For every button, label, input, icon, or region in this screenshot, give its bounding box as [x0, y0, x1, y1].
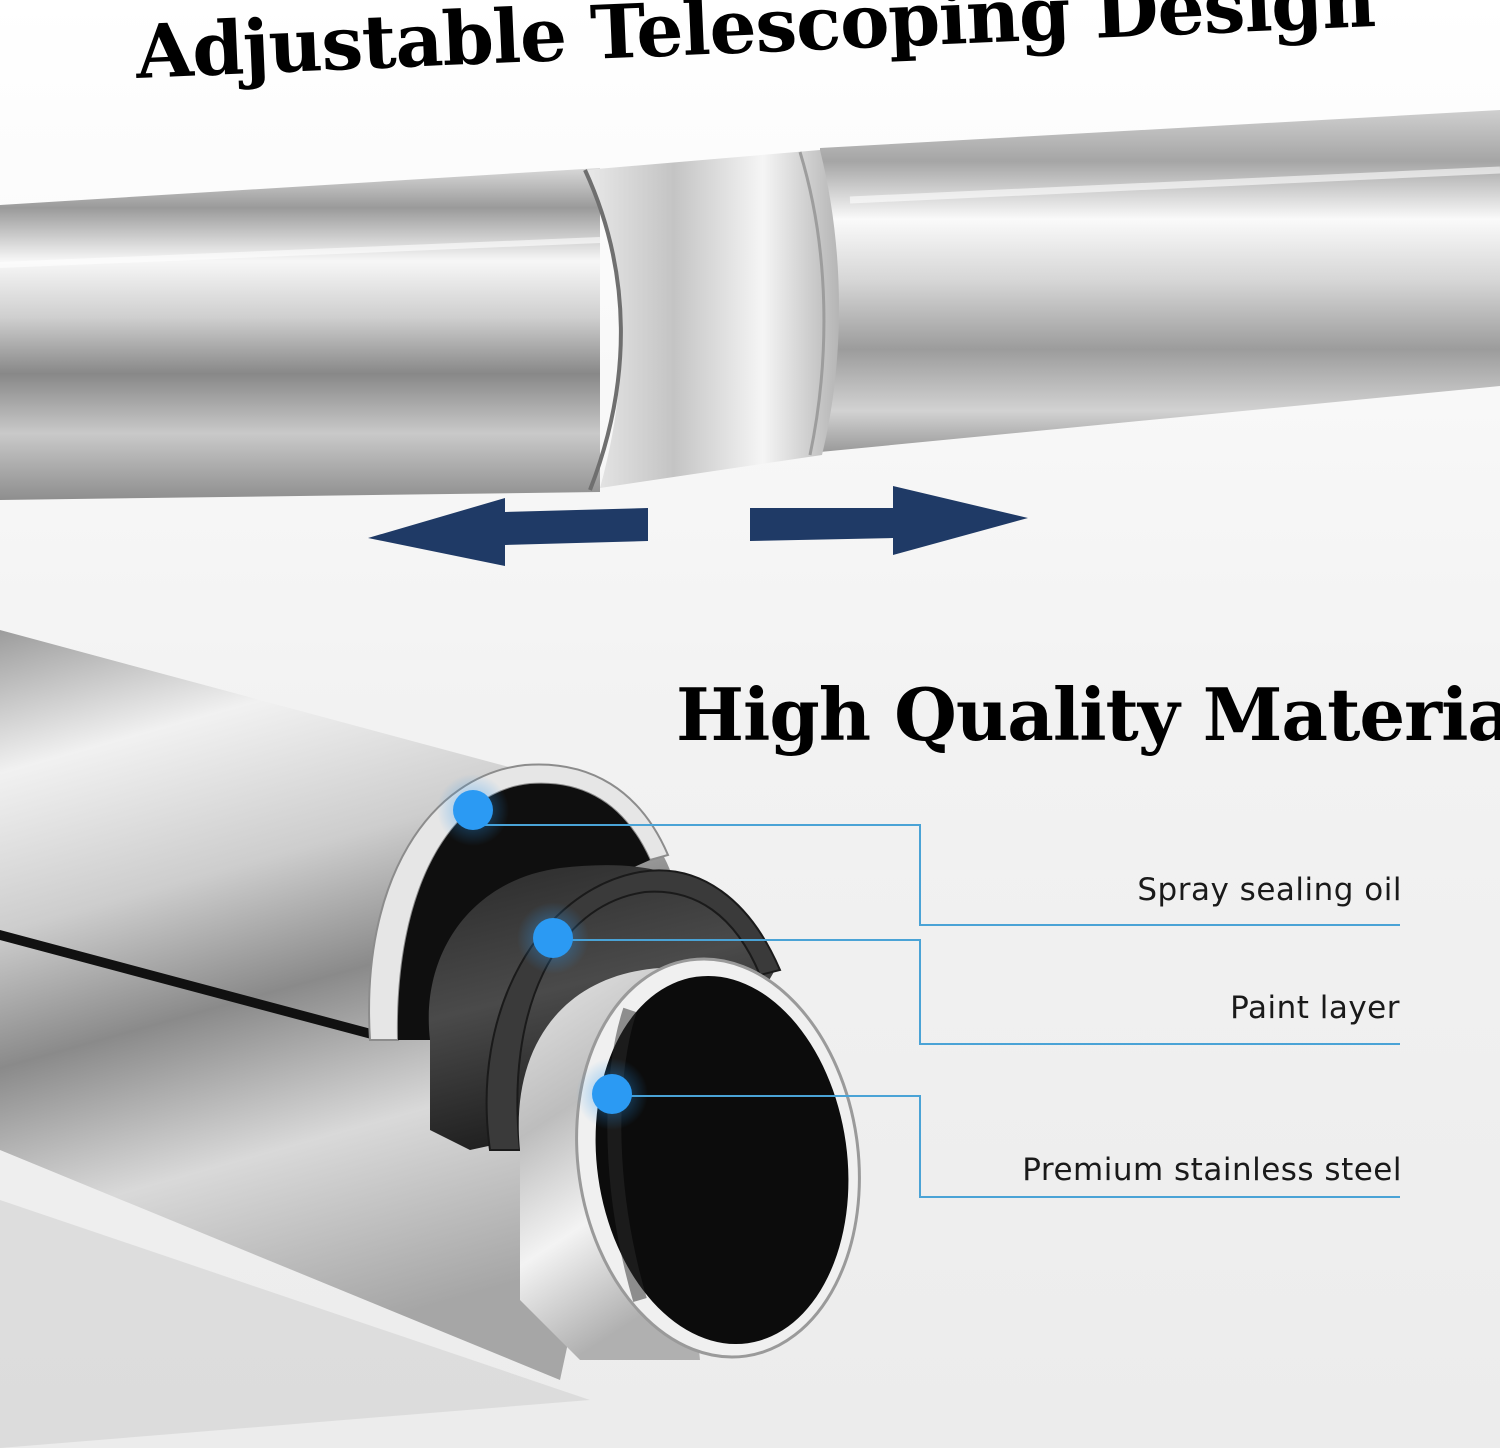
- material-heading: High Quality Material: [676, 672, 1500, 757]
- callout-line-steel: [612, 1095, 1400, 1198]
- arrow-right-icon: [750, 486, 1028, 555]
- callout-dot-oil: [453, 790, 493, 830]
- callouts: [437, 774, 1400, 1198]
- arrow-left-icon: [368, 498, 648, 566]
- callout-dot-paint: [533, 918, 573, 958]
- callout-line-oil: [475, 824, 1400, 926]
- callout-line-paint: [555, 939, 1400, 1045]
- layer-label-paint: Paint layer: [1230, 990, 1400, 1026]
- callout-dot-steel: [592, 1074, 632, 1114]
- layer-label-sealing-oil: Spray sealing oil: [1137, 872, 1402, 908]
- rod-outer-section: [0, 168, 600, 500]
- rod-joint-edge: [583, 169, 623, 491]
- inner-tube-opening: [595, 975, 849, 1345]
- layer-label-stainless-steel: Premium stainless steel: [1022, 1152, 1402, 1188]
- rod-joint-sleeve: [585, 150, 840, 488]
- telescoping-rod: [0, 110, 1500, 500]
- outer-tube-cut: [0, 930, 375, 1040]
